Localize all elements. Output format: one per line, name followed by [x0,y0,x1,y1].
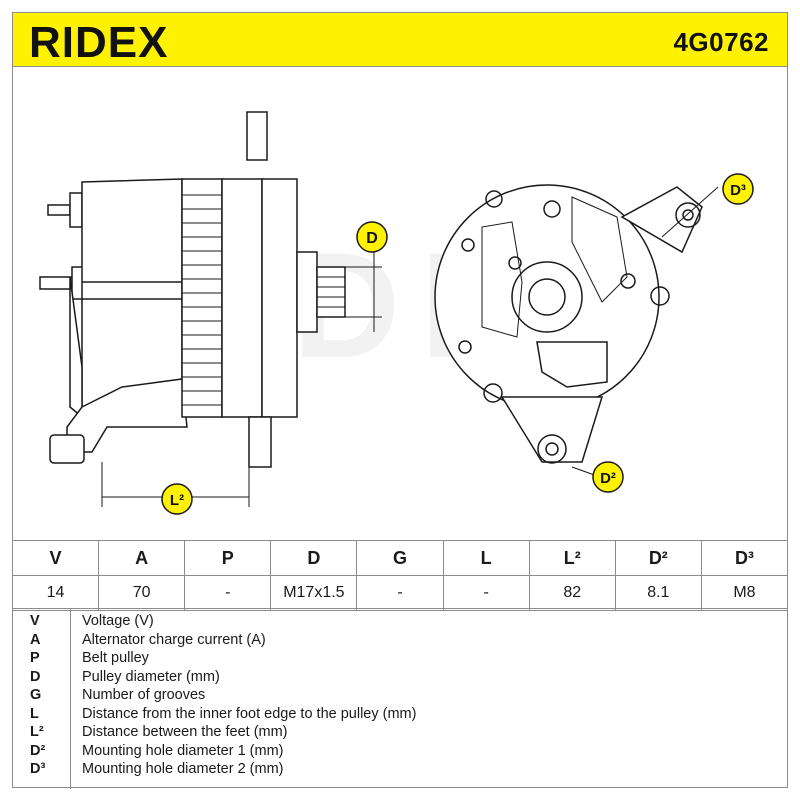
svg-text:D²: D² [600,470,616,487]
spec-value-a: 70 [98,575,186,611]
front-view [434,184,719,478]
legend-key: L² [30,724,44,740]
legend-item: L² Distance between the feet (mm) [12,724,788,742]
spec-header-d: D [270,540,358,576]
legend-item: L Distance from the inner foot edge to t… [12,706,788,724]
side-view [39,111,382,507]
spec-table: V A P D G L L² D² D³ 14 70 - M17x1.5 - -… [11,540,789,611]
svg-text:D: D [366,230,378,247]
legend-desc: Alternator charge current (A) [82,632,266,648]
legend-desc: Distance between the feet (mm) [82,724,288,740]
legend-desc: Mounting hole diameter 2 (mm) [82,761,284,777]
callout-d2: D² [592,461,624,493]
legend-key: A [30,632,41,648]
legend-item: A Alternator charge current (A) [12,632,788,650]
spec-value-l: - [442,575,530,611]
spec-header-d3: D³ [700,540,789,576]
legend-divider [70,609,71,789]
callout-d: D [356,221,388,253]
legend-key: G [30,687,42,703]
legend-item: G Number of grooves [12,687,788,705]
legend-key: D³ [30,761,46,777]
legend-key: L [30,706,39,722]
legend-desc: Mounting hole diameter 1 (mm) [82,743,284,759]
legend-item: D² Mounting hole diameter 1 (mm) [12,743,788,761]
spec-header-d2: D² [614,540,702,576]
legend-item: D Pulley diameter (mm) [12,669,788,687]
ridex-logo: RIDEX [29,18,168,63]
spec-value-d3: M8 [700,575,789,611]
spec-header-p: P [184,540,272,576]
spec-header-v: V [11,540,100,576]
legend-item: D³ Mounting hole diameter 2 (mm) [12,761,788,779]
spec-header-row: V A P D G L L² D² D³ [11,540,789,576]
technical-drawing: RIDEX [39,111,754,515]
legend-key: P [30,650,40,666]
svg-text:L²: L² [170,492,184,509]
svg-text:D³: D³ [730,182,746,199]
callout-l2: L² [161,483,193,515]
legend-key: D² [30,743,46,759]
svg-text:RIDEX: RIDEX [29,18,168,63]
spec-value-d2: 8.1 [614,575,702,611]
header-bar: RIDEX 4G0762 [12,12,788,67]
legend-key: D [30,669,41,685]
legend-desc: Belt pulley [82,650,149,666]
spec-header-l2: L² [528,540,616,576]
spec-value-v: 14 [11,575,100,611]
legend-desc: Pulley diameter (mm) [82,669,220,685]
legend-desc: Number of grooves [82,687,206,703]
spec-value-p: - [184,575,272,611]
spec-header-l: L [442,540,530,576]
legend-key: V [30,613,40,629]
legend: V Voltage (V) A Alternator charge curren… [12,608,788,789]
part-number: 4G0762 [673,27,769,57]
legend-item: V Voltage (V) [12,613,788,631]
spec-header-g: G [356,540,444,576]
legend-desc: Voltage (V) [82,613,154,629]
spec-value-row: 14 70 - M17x1.5 - - 82 8.1 M8 [11,575,789,611]
legend-desc: Distance from the inner foot edge to the… [82,706,417,722]
spec-header-a: A [98,540,186,576]
callout-d3: D³ [722,173,754,205]
spec-value-g: - [356,575,444,611]
spec-value-l2: 82 [528,575,616,611]
spec-value-d: M17x1.5 [270,575,358,611]
legend-item: P Belt pulley [12,650,788,668]
